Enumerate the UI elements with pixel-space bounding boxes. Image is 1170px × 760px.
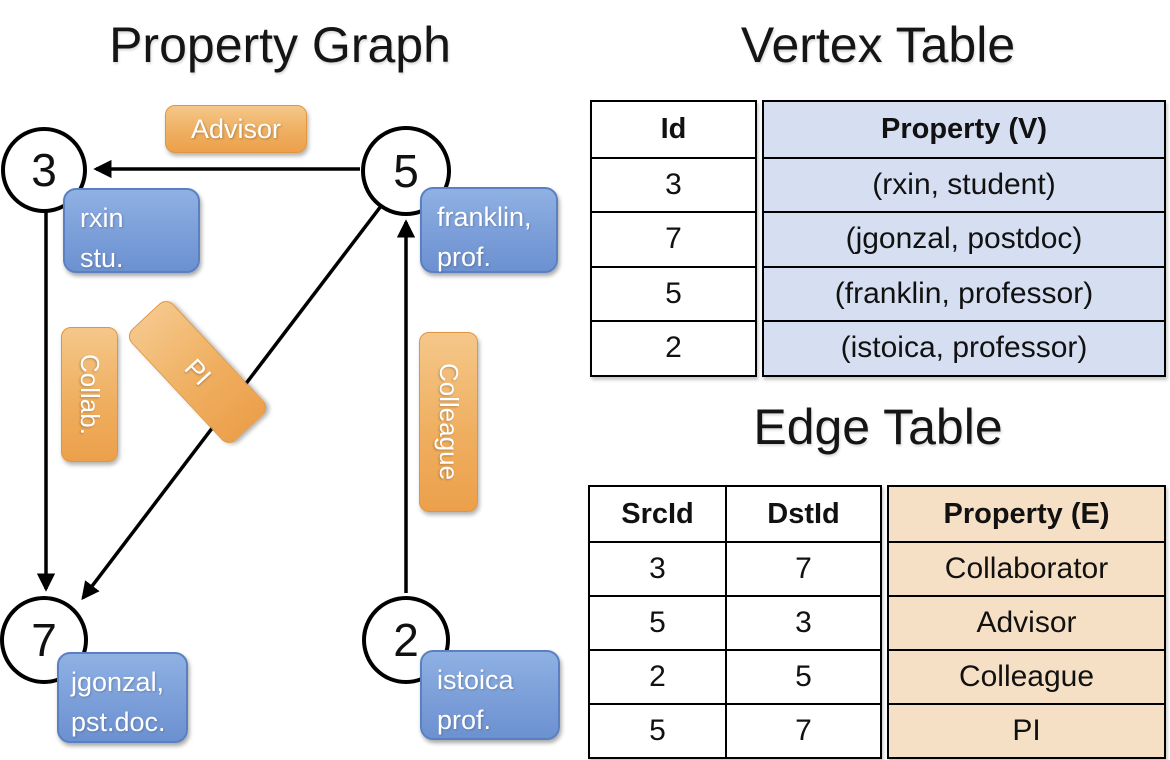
vertex-property-cell: (rxin, student) <box>764 156 1164 211</box>
edge-dst-cell: 3 <box>795 606 812 639</box>
edge-label-collab: Collab. <box>61 327 118 462</box>
node-id: 5 <box>393 145 419 197</box>
vertex-property-line: jgonzal, <box>71 667 165 697</box>
graph-node-5: 5 <box>361 126 451 216</box>
edge-table-ids-columns: SrcId DstId 3 7 5 3 2 5 5 7 <box>588 485 882 759</box>
graph-node-2: 2 <box>362 596 450 684</box>
vertex-table-property-column: Property (V) (rxin, student) (jgonzal, p… <box>762 100 1166 377</box>
edge-src-cell: 5 <box>590 597 727 649</box>
edge-src-cell: 3 <box>590 543 727 595</box>
vertex-id-cell: 3 <box>592 156 755 212</box>
column-header-property-e: Property (E) <box>889 487 1164 541</box>
edge-dst-cell: 5 <box>795 660 812 693</box>
vertex-property-line: stu. <box>80 242 124 273</box>
column-header-dstid: DstId <box>767 497 840 530</box>
vertex-table-id-column: Id 3 7 5 2 <box>590 100 757 377</box>
edge-property-cell: Advisor <box>889 595 1164 649</box>
vertex-property-box-3: rxin stu. <box>63 188 200 273</box>
edge-property-cell: PI <box>889 703 1164 757</box>
vertex-property-line: prof. <box>437 704 492 735</box>
vertex-property-line: rxin <box>80 203 124 233</box>
vertex-property-cell: (franklin, professor) <box>764 265 1164 320</box>
vertex-property-line: prof. <box>437 241 492 272</box>
edge-table-row: 5 3 <box>590 595 880 649</box>
edge-table-row: 3 7 <box>590 541 880 595</box>
vertex-property-line: franklin, <box>437 202 532 232</box>
vertex-id-cell: 7 <box>592 211 755 266</box>
edge-table-property-column: Property (E) Collaborator Advisor Collea… <box>887 485 1166 759</box>
edge-dst-cell: 7 <box>795 552 812 585</box>
vertex-property-box-5: franklin, prof. <box>420 187 558 273</box>
vertex-property-cell: (istoica, professor) <box>764 320 1164 375</box>
edge-property-cell: Colleague <box>889 649 1164 703</box>
edge-table-title: Edge Table <box>753 399 1003 455</box>
vertex-id-cell: 5 <box>592 265 755 321</box>
edge-src-cell: 2 <box>590 651 727 703</box>
graph-title: Property Graph <box>109 17 451 73</box>
vertex-property-cell: (jgonzal, postdoc) <box>764 211 1164 266</box>
edge-label-colleague: Colleague <box>419 332 478 512</box>
edge-dst-cell: 7 <box>795 714 812 747</box>
vertex-property-box-7: jgonzal, pst.doc. <box>57 652 188 743</box>
column-header-id: Id <box>660 112 687 145</box>
node-id: 7 <box>31 614 57 666</box>
edge-label-advisor: Advisor <box>165 105 307 153</box>
node-id: 2 <box>393 614 419 666</box>
vertex-table-title: Vertex Table <box>740 17 1016 73</box>
edge-property-cell: Collaborator <box>889 541 1164 595</box>
vertex-property-box-2: istoica prof. <box>420 650 560 740</box>
edge-src-cell: 5 <box>590 705 727 757</box>
column-header-property-v: Property (V) <box>764 102 1164 157</box>
vertex-property-line: istoica <box>437 665 514 695</box>
node-id: 3 <box>31 144 57 196</box>
column-header-srcid: SrcId <box>590 487 727 541</box>
vertex-table: Id 3 7 5 2 Property (V) (rxin, student) … <box>590 100 1166 377</box>
vertex-property-line: pst.doc. <box>71 706 166 737</box>
vertex-id-cell: 2 <box>592 320 755 375</box>
edge-table-header-row: SrcId DstId <box>590 487 880 541</box>
edge-table-row: 5 7 <box>590 703 880 757</box>
edge-table-row: 2 5 <box>590 649 880 703</box>
edge-table: SrcId DstId 3 7 5 3 2 5 5 7 Property (E)… <box>588 485 1166 759</box>
